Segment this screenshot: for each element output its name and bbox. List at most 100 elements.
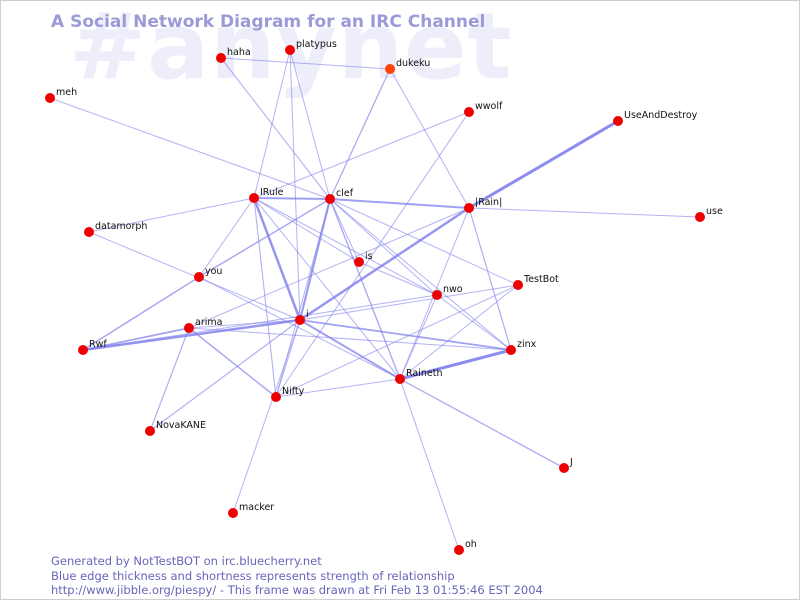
- edge-you-Raineth: [198, 276, 401, 380]
- node-marker: [285, 45, 295, 55]
- footer-legend: Blue edge thickness and shortness repres…: [51, 568, 455, 583]
- node-marker: [249, 193, 259, 203]
- edge-arima-i: [188, 319, 301, 329]
- edge-IRule-datamorph: [88, 197, 255, 233]
- edge-platypus-clef: [289, 49, 331, 200]
- node-label: NovaKANE: [156, 420, 206, 431]
- node-meh: meh: [45, 87, 77, 103]
- node-label: oh: [465, 539, 477, 550]
- edge-TestBot-Raineth: [399, 284, 519, 380]
- node-marker: [464, 203, 474, 213]
- node-label: nwo: [443, 284, 463, 295]
- node-marker: [78, 345, 88, 355]
- node-marker: [194, 272, 204, 282]
- edge-IRule-is: [253, 197, 360, 263]
- edge-TestBot-i: [299, 284, 519, 321]
- node-label: zinx: [517, 339, 537, 350]
- footer-timestamp: http://www.jibble.org/piespy/ - This fra…: [51, 583, 543, 597]
- node-label: haha: [227, 47, 251, 58]
- edge-haha-clef: [220, 57, 331, 200]
- edge-Raineth-J: [399, 378, 565, 469]
- node-macker: macker: [228, 502, 274, 518]
- node-marker: [216, 53, 226, 63]
- node-label: i: [306, 309, 309, 320]
- node-marker: [145, 426, 155, 436]
- node-IRule: IRule: [249, 187, 284, 203]
- diagram-title: A Social Network Diagram for an IRC Chan…: [51, 12, 486, 32]
- node-label: platypus: [296, 39, 337, 50]
- footer: Generated by NotTestBOT on irc.bluecherr…: [51, 554, 543, 598]
- node-marker: [45, 93, 55, 103]
- edge-arima-Nifty: [188, 327, 277, 398]
- edge-arima-Rwf: [82, 327, 190, 351]
- node-marker: [325, 194, 335, 204]
- node-label: TestBot: [523, 274, 559, 285]
- node-datamorph: datamorph: [84, 221, 147, 237]
- edge-i-macker: [232, 319, 301, 514]
- edge-i-zinx: [299, 319, 512, 351]
- node-dukeku: dukeku: [385, 58, 430, 74]
- node-use: use: [695, 206, 723, 222]
- edge-Raineth-zinx: [399, 348, 512, 381]
- node-label: J: [569, 457, 573, 468]
- edge-clef-dukeku: [329, 68, 391, 200]
- edge-IRule-Raineth: [253, 197, 401, 380]
- node-you: you: [194, 266, 222, 282]
- node-NovaKANE: NovaKANE: [145, 420, 206, 436]
- node-marker: [385, 64, 395, 74]
- edge-TestBot-Nifty: [275, 284, 519, 398]
- node-UseAndDestroy: UseAndDestroy: [613, 110, 698, 126]
- edge-Rwf-you: [82, 276, 200, 351]
- edge-IRule-nwo: [253, 197, 438, 296]
- edge-IRule-clef: [253, 197, 331, 200]
- edge-nwo-Raineth: [399, 294, 438, 380]
- node-J: J: [559, 457, 573, 473]
- edge-Rain-arima: [188, 207, 470, 329]
- edge-clef-is: [329, 198, 360, 263]
- node-marker: [271, 392, 281, 402]
- edge-haha-dukeku: [220, 57, 391, 70]
- edge-clef-Raineth: [329, 198, 401, 380]
- node-label: Raineth: [406, 368, 442, 379]
- node-i: i: [295, 309, 309, 325]
- edge-Rain-use: [468, 207, 701, 218]
- node-label: macker: [239, 502, 274, 513]
- node-marker: [228, 508, 238, 518]
- edge-platypus-i: [289, 49, 301, 321]
- node-marker: [695, 212, 705, 222]
- node-label: clef: [336, 188, 354, 199]
- node-label: is: [365, 251, 373, 262]
- edge-i-NovaKANE: [149, 319, 301, 432]
- node-is: is: [354, 251, 373, 267]
- edge-meh-clef: [49, 97, 331, 200]
- edge-clef-Rain: [329, 198, 470, 209]
- node-marker: [454, 545, 464, 555]
- node-label: dukeku: [396, 58, 430, 69]
- edge-IRule-you: [198, 197, 255, 278]
- node-marker: [559, 463, 569, 473]
- node-marker: [84, 227, 94, 237]
- node-label: datamorph: [95, 221, 147, 232]
- node-label: use: [706, 206, 723, 217]
- edge-clef-nwo: [329, 198, 438, 296]
- node-marker: [464, 107, 474, 117]
- node-wwolf: wwolf: [464, 101, 503, 117]
- node-label: UseAndDestroy: [624, 110, 698, 121]
- edge-i-Rain: [299, 206, 470, 322]
- node-clef: clef: [325, 188, 354, 204]
- node-label: Rwf: [89, 339, 107, 350]
- node-label: wwolf: [475, 101, 503, 112]
- node-marker: [354, 257, 364, 267]
- node-marker: [513, 280, 523, 290]
- edge-Nifty-Raineth: [275, 378, 401, 398]
- node-Raineth: Raineth: [395, 368, 442, 384]
- node-marker: [506, 345, 516, 355]
- edge-you-clef: [198, 198, 331, 278]
- edge-platypus-IRule: [253, 49, 291, 199]
- node-label: Nifty: [282, 386, 305, 397]
- edge-i-Rwf: [82, 318, 301, 352]
- node-Rain: |Rain|: [464, 197, 502, 213]
- footer-generated-by: Generated by NotTestBOT on irc.bluecherr…: [51, 554, 322, 568]
- node-zinx: zinx: [506, 339, 537, 355]
